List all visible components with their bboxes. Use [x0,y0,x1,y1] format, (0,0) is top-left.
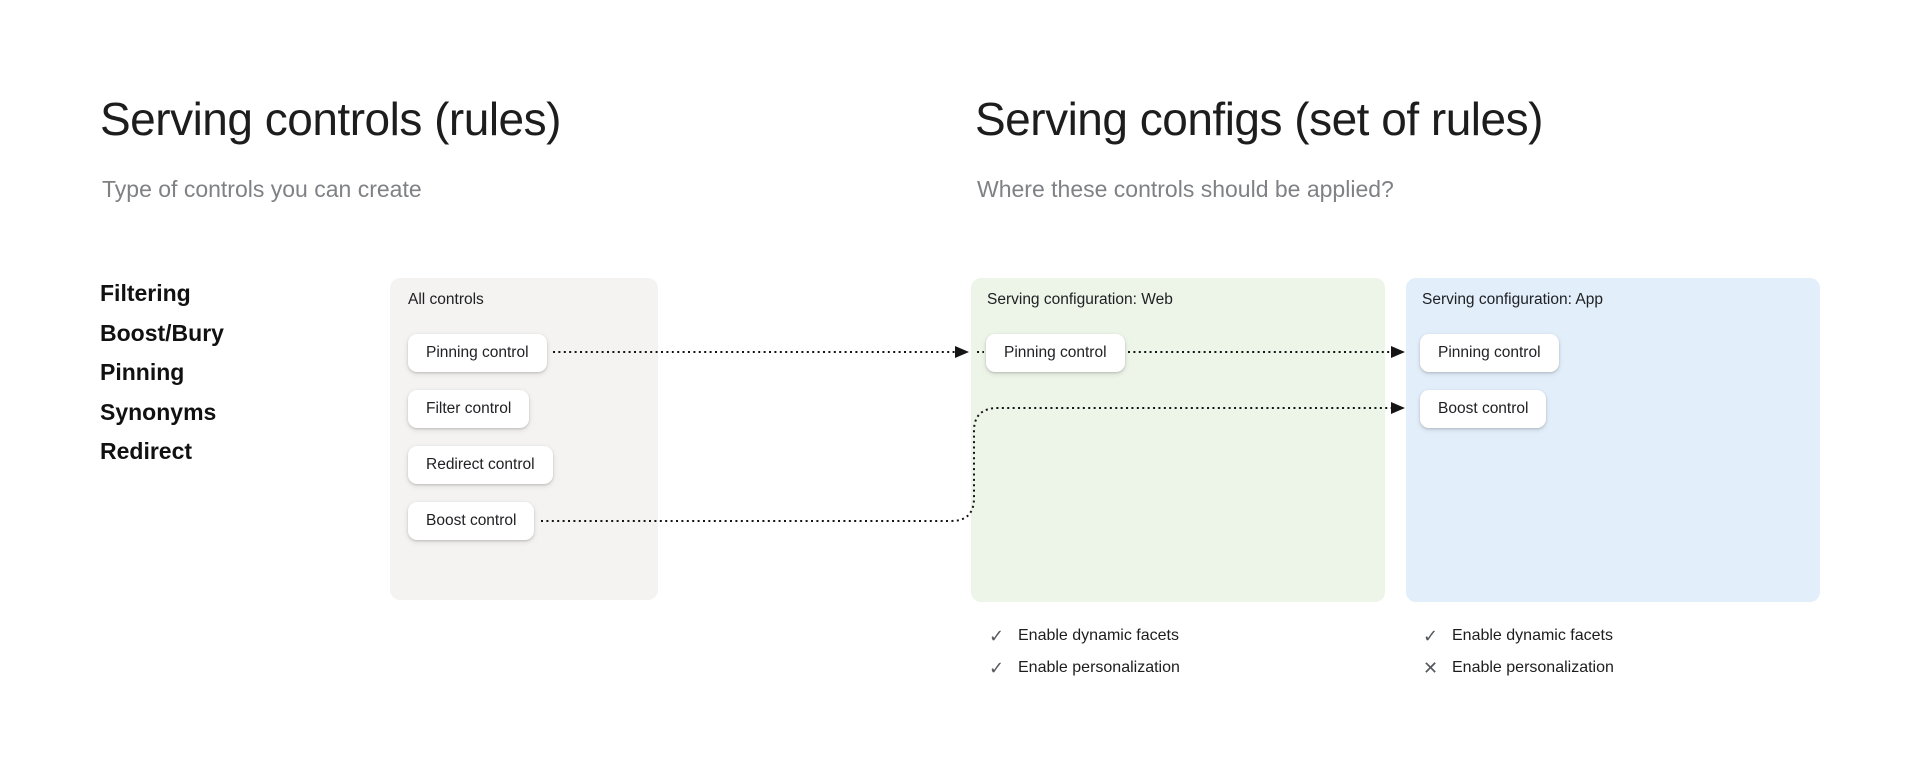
control-type-list: Filtering Boost/Bury Pinning Synonyms Re… [100,274,224,472]
feature-label: Enable personalization [1452,659,1614,676]
app-card-label: Serving configuration: App [1422,291,1603,308]
control-type-boost-bury: Boost/Bury [100,319,224,346]
cross-icon: ✕ [1423,658,1439,678]
app-feature-personalization: ✕ Enable personalization [1423,652,1614,684]
right-section-title: Serving configs (set of rules) [975,93,1543,145]
control-type-synonyms: Synonyms [100,398,217,425]
web-feature-personalization: ✓ Enable personalization [989,652,1180,684]
left-section-title: Serving controls (rules) [100,93,561,145]
chip-filter-control: Filter control [408,390,530,428]
all-controls-card-label: All controls [408,291,484,308]
app-feature-dynamic-facets: ✓ Enable dynamic facets [1423,620,1614,652]
serving-config-web-card: Serving configuration: Web Pinning contr… [971,278,1385,602]
web-card-label: Serving configuration: Web [987,291,1173,308]
chip-redirect-control: Redirect control [408,446,553,484]
check-icon: ✓ [1423,626,1439,646]
app-feature-list: ✓ Enable dynamic facets ✕ Enable persona… [1423,620,1614,684]
feature-label: Enable dynamic facets [1018,627,1179,644]
web-feature-list: ✓ Enable dynamic facets ✓ Enable persona… [989,620,1180,684]
check-icon: ✓ [989,626,1005,646]
control-type-pinning: Pinning [100,359,185,385]
check-icon: ✓ [989,658,1005,678]
left-section-subtitle: Type of controls you can create [102,176,422,202]
chip-pinning-control-web: Pinning control [986,334,1125,372]
control-type-redirect: Redirect [100,438,193,464]
serving-config-app-card: Serving configuration: App Pinning contr… [1406,278,1820,602]
control-type-filtering: Filtering [100,280,191,306]
chip-boost-control-source: Boost control [408,502,535,540]
right-section-subtitle: Where these controls should be applied? [977,176,1394,202]
web-feature-dynamic-facets: ✓ Enable dynamic facets [989,620,1180,652]
all-controls-card: All controls Pinning control Filter cont… [390,278,658,600]
chip-pinning-control-source: Pinning control [408,334,547,372]
chip-pinning-control-app: Pinning control [1420,334,1559,372]
feature-label: Enable personalization [1018,659,1180,676]
feature-label: Enable dynamic facets [1452,627,1613,644]
chip-boost-control-app: Boost control [1420,390,1547,428]
